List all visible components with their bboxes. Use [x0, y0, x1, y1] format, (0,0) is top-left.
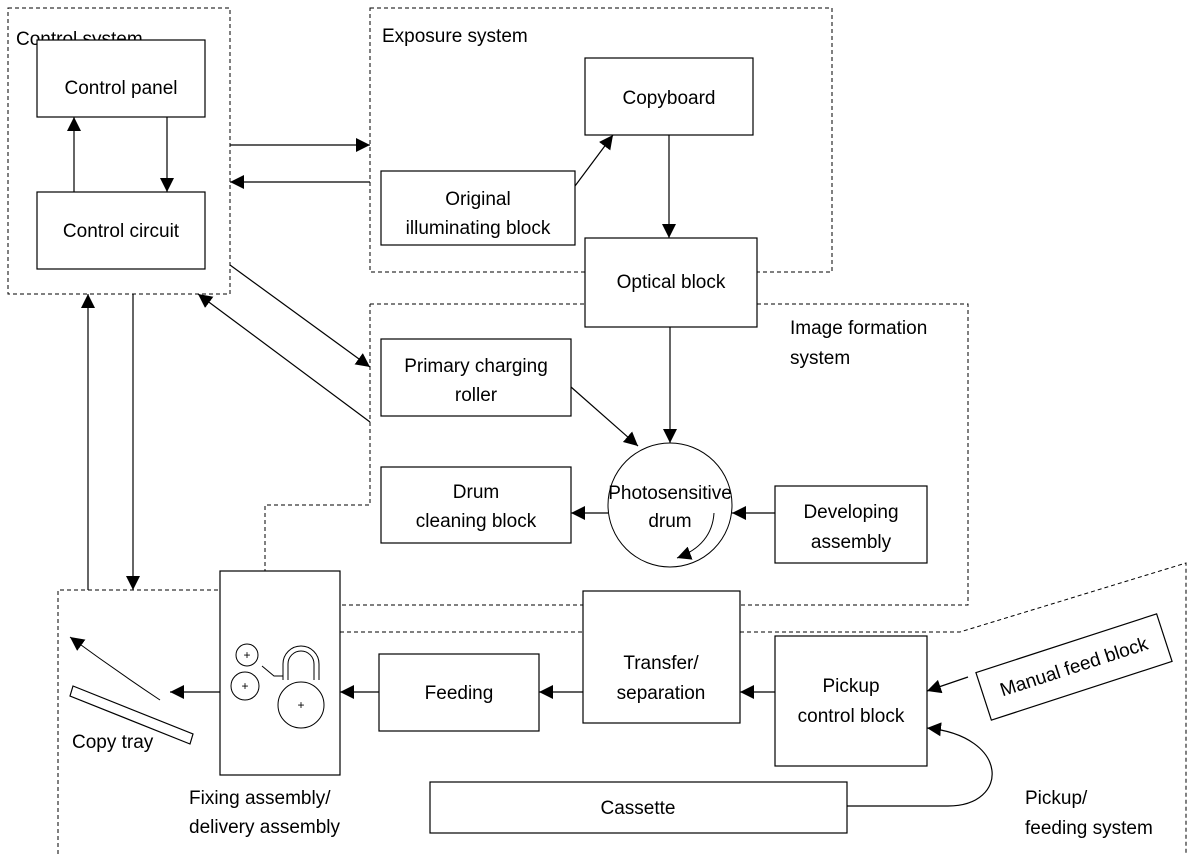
primary-charging-roller-block: [380, 338, 572, 417]
pressure-roller: [277, 681, 325, 729]
manual-feed-block: [975, 613, 1173, 721]
roller-mark-2: +: [241, 679, 248, 693]
fixing-rollers-illustration: + + +: [230, 643, 325, 729]
copy-tray-shape: [69, 685, 194, 745]
drum-cleaning-label-line1: Drum: [453, 482, 499, 503]
transfer-separation-label-line1: Transfer/: [623, 653, 699, 674]
roller-mark-3: +: [297, 698, 304, 712]
feeding-label: Feeding: [425, 683, 494, 704]
developing-label-line1: Developing: [803, 502, 898, 523]
original-illuminating-label-line1: Original: [445, 189, 510, 210]
drum-rotation-arrow: [676, 512, 715, 560]
fixing-delivery-label-line2: delivery assembly: [189, 817, 340, 838]
delivery-roller-lower: [230, 671, 260, 701]
control-circuit-label: Control circuit: [63, 221, 180, 242]
control-system-group: [7, 7, 231, 295]
arrow-cassette-to-pickup: [847, 722, 993, 807]
exposure-system-group: [369, 7, 833, 273]
copyboard-block: [584, 57, 754, 136]
cassette-label: Cassette: [601, 798, 676, 819]
feeding-block: [378, 653, 540, 732]
pickup-feeding-system-group: [57, 562, 1187, 854]
exposure-system-label: Exposure system: [382, 26, 528, 47]
arrow-control-to-image-formation: [229, 264, 371, 368]
transfer-separation-block: [582, 590, 741, 724]
pickup-feeding-label-line1: Pickup/: [1025, 788, 1088, 809]
developing-label-line2: assembly: [811, 532, 892, 553]
copy-tray-label: Copy tray: [72, 732, 154, 753]
arrow-illuminating-to-copyboard: [574, 134, 614, 187]
original-illuminating-label-line2: illuminating block: [406, 218, 551, 239]
optical-block-label: Optical block: [617, 272, 726, 293]
roller-mark-1: +: [243, 648, 250, 662]
optical-block: [584, 237, 758, 328]
photosensitive-drum-label-line1: Photosensitive: [608, 483, 732, 504]
cassette-block: [429, 781, 848, 834]
pickup-control-label-line2: control block: [798, 706, 905, 727]
arrow-image-formation-to-control: [197, 293, 371, 423]
pickup-feeding-label-line2: feeding system: [1025, 818, 1153, 839]
copyboard-label: Copyboard: [623, 88, 716, 109]
arrow-charging-to-drum: [570, 386, 639, 447]
developing-assembly-block: [774, 485, 928, 564]
fixing-heater-film: [282, 645, 320, 680]
original-illuminating-block: [380, 170, 576, 246]
arrow-manual-feed-to-pickup: [926, 676, 969, 694]
manual-feed-block-group: Manual feed block: [975, 613, 1173, 721]
control-panel-label: Control panel: [64, 78, 177, 99]
drum-cleaning-block: [380, 466, 572, 544]
photosensitive-drum-label-line2: drum: [648, 511, 691, 532]
control-panel-block: [36, 39, 206, 118]
delivery-roller-upper: [235, 643, 259, 667]
drum-cleaning-label-line2: cleaning block: [416, 511, 537, 532]
primary-charging-label-line1: Primary charging: [404, 356, 548, 377]
fixing-delivery-assembly-block: [219, 570, 341, 776]
image-formation-label-line1: Image formation: [790, 318, 927, 339]
pickup-control-label-line1: Pickup: [822, 676, 879, 697]
image-formation-label-line2: system: [790, 348, 850, 369]
fixing-delivery-label-line1: Fixing assembly/: [189, 788, 331, 809]
photosensitive-drum-circle: [607, 442, 733, 568]
transfer-separation-label-line2: separation: [617, 683, 706, 704]
pickup-control-block: [774, 635, 928, 767]
paper-exit-arrow: [69, 636, 161, 701]
fixing-heater-film-inner: [287, 650, 315, 680]
primary-charging-label-line2: roller: [455, 385, 498, 406]
control-circuit-block: [36, 191, 206, 270]
fixing-guide: [261, 665, 283, 677]
